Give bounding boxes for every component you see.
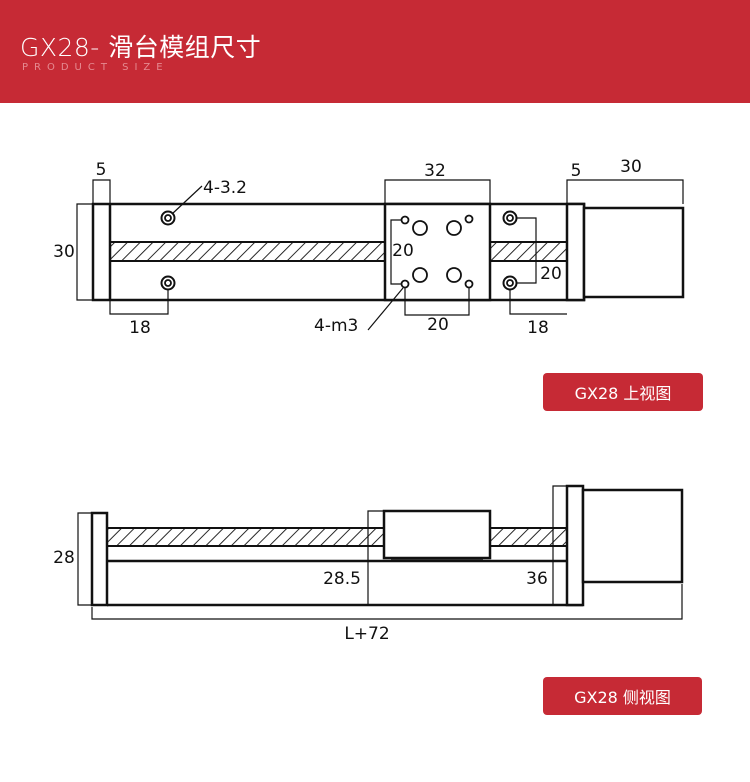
side-right-plate: [565, 484, 585, 607]
side-screw-hatch: [106, 527, 568, 547]
dim-left-plate: 5: [96, 160, 107, 180]
dim-height: 30: [53, 242, 75, 262]
dim-side-height: 28: [53, 548, 75, 568]
top-dimension-lines: [76, 179, 684, 331]
top-view: 5 32 5 30 30 18 20 20 20 18 4-3.2 4-m3: [53, 157, 685, 338]
label-mount-holes: 4-3.2: [203, 178, 247, 198]
side-view-badge: GX28 侧视图: [543, 677, 702, 715]
side-carriage: [382, 509, 492, 560]
dim-left-hole-offset: 18: [129, 318, 151, 338]
carriage-holes: [400, 214, 474, 289]
page-subtitle: PRODUCT SIZE: [22, 62, 169, 73]
side-view: 28 28.5 36 L+72: [53, 484, 684, 644]
top-screw-hatch: [109, 241, 568, 262]
top-motor: [582, 206, 685, 299]
dim-right-hole-offset: 18: [527, 318, 549, 338]
dim-carriage-hole-y: 20: [392, 241, 414, 261]
side-dimension-lines: [77, 485, 683, 620]
top-right-plate: [565, 202, 586, 302]
dim-carriage-width: 32: [424, 161, 446, 181]
dim-right-plate: 5: [571, 161, 582, 181]
dim-carriage-hole-x: 20: [427, 315, 449, 335]
dim-total-length: L+72: [344, 624, 389, 644]
top-view-badge: GX28 上视图: [543, 373, 703, 411]
side-left-plate: [90, 511, 109, 607]
page-title: GX28- 滑台模组尺寸: [20, 33, 262, 62]
header-banner: GX28- 滑台模组尺寸 PRODUCT SIZE: [0, 0, 750, 103]
side-motor: [581, 488, 684, 584]
dim-left-offset: 28.5: [323, 569, 361, 589]
dim-right-offset: 36: [526, 569, 548, 589]
dim-motor-length: 30: [620, 157, 642, 177]
label-carriage-threads: 4-m3: [314, 316, 358, 336]
dim-right-hole-y: 20: [540, 264, 562, 284]
